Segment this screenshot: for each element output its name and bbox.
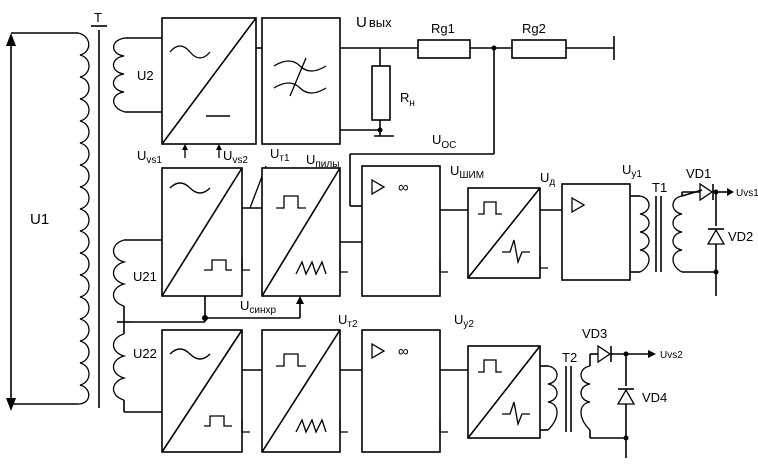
sine-wave-icon <box>169 45 211 59</box>
t1-label: T1 <box>652 180 667 195</box>
vd2-label: VD2 <box>728 229 753 244</box>
winding-u22-label: U22 <box>133 346 157 361</box>
sawtooth-icon <box>295 418 327 434</box>
up-arrow-icon <box>182 144 188 158</box>
spike-icon <box>502 401 530 427</box>
rectangular-pulse-icon <box>204 259 232 271</box>
rectangular-pulse-icon <box>478 359 502 373</box>
sawtooth-icon <box>295 260 327 276</box>
pwm-comparator-block-2 <box>361 329 441 453</box>
vd4-label: VD4 <box>642 390 667 405</box>
ground-tab <box>539 256 548 269</box>
amplifier-block-1 <box>561 183 631 281</box>
transformer-core <box>91 25 107 408</box>
rectangular-pulse-icon <box>276 353 306 367</box>
diode-vd3 <box>597 344 612 364</box>
ut2-label: Uт2 <box>338 312 358 330</box>
vd3-label: VD3 <box>582 326 607 341</box>
ground-tab <box>439 420 448 433</box>
filter-icon <box>273 57 327 97</box>
infinity-icon: ∞ <box>398 343 409 360</box>
winding-u2-label: U2 <box>137 68 154 83</box>
source-voltage-arrow <box>6 33 16 411</box>
winding-u21-label: U21 <box>133 269 157 284</box>
ushim-label: UШИМ <box>450 163 484 181</box>
transformer-t1-secondary <box>672 195 683 273</box>
diode-vd2 <box>706 228 726 245</box>
ground-tab <box>339 260 348 273</box>
winding-u21 <box>112 239 162 322</box>
ground-tab <box>241 420 250 433</box>
infinity-icon: ∞ <box>398 179 409 196</box>
ground-tab <box>339 420 348 433</box>
uy2-label: Uу2 <box>454 312 474 330</box>
ground-tab <box>439 260 448 273</box>
uoc-label: UОС <box>432 132 456 151</box>
ud-label: Uд <box>540 170 555 188</box>
t2-label: T2 <box>562 350 577 365</box>
amplifier-triangle-icon <box>371 178 386 196</box>
rectangular-pulse-icon <box>276 195 306 209</box>
amplifier-triangle-icon <box>371 342 386 360</box>
winding-u2 <box>112 37 162 113</box>
transformer-t2-primary <box>547 365 558 431</box>
ground-tab <box>241 258 250 271</box>
winding-u22 <box>112 333 162 413</box>
resistor-rg1 <box>417 39 471 59</box>
rectangular-pulse-icon <box>204 415 232 427</box>
transformer-t2-secondary <box>580 365 591 431</box>
uy1-label: Uу1 <box>622 162 642 180</box>
transformer-label: T <box>94 10 102 25</box>
sine-wave-icon <box>169 182 211 194</box>
filter-block <box>261 17 341 145</box>
transformer-t1-primary <box>639 195 650 273</box>
uvs1-top-label: Uvs1 <box>137 148 162 166</box>
uvs2-out-label: Uvs2 <box>660 350 683 361</box>
usinchr-label: Uсинхр <box>240 298 276 316</box>
rg1-label: Rg1 <box>431 21 455 36</box>
rg2-label: Rg2 <box>522 21 546 36</box>
ut1-label: Uт1 <box>270 146 290 164</box>
rectangular-pulse-icon <box>478 201 502 215</box>
up-arrow-icon <box>216 144 222 158</box>
spike-icon <box>502 239 530 265</box>
vd1-label: VD1 <box>686 166 711 181</box>
uvs2-top-label: Uvs2 <box>223 148 248 166</box>
center-tap <box>117 321 205 334</box>
uvs1-out-label: Uvs1 <box>736 188 758 199</box>
resistor-rn <box>371 65 391 121</box>
pwm-comparator-block-1 <box>361 165 441 297</box>
source-voltage-label: U1 <box>30 211 49 228</box>
rn-label: Rн <box>400 90 415 109</box>
diode-vd1 <box>699 182 714 202</box>
amplifier-triangle-icon <box>571 196 586 214</box>
diode-vd4 <box>616 388 636 405</box>
upily-label: Uпилы <box>306 152 339 170</box>
main-transformer-primary <box>77 32 90 405</box>
sine-wave-icon <box>169 348 211 360</box>
resistor-rg2 <box>511 39 567 59</box>
